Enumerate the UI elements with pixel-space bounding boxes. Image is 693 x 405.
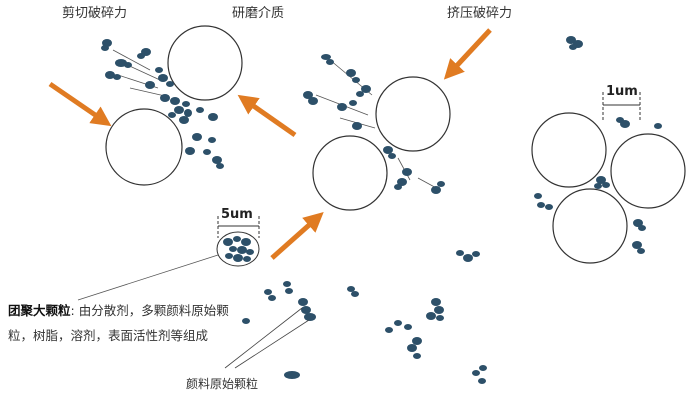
grinding-media-ball xyxy=(610,133,686,209)
grinding-media-ball xyxy=(375,76,451,152)
orange-force-arrow xyxy=(270,212,324,260)
agglomerate-note: 团聚大颗粒: 由分散剂，多颗颜料原始颗粒，树脂，溶剂，表面活性剂等组成 xyxy=(8,298,233,348)
orange-force-arrow xyxy=(48,81,112,127)
label-compression-force: 挤压破碎力 xyxy=(447,6,513,21)
particle-cluster xyxy=(534,36,662,254)
gap-group xyxy=(531,36,686,264)
compression-group xyxy=(270,28,492,260)
primary-particle-pointers xyxy=(224,307,310,369)
label-cutting-force: 剪切破碎力 xyxy=(62,6,128,21)
grinding-media-ball xyxy=(167,25,243,101)
label-grinding-medium: 研磨介质 xyxy=(232,6,285,21)
grinding-media-ball xyxy=(531,112,607,188)
particle-cluster xyxy=(101,39,224,169)
note-title: 团聚大颗粒 xyxy=(8,303,71,318)
grinding-media-ball xyxy=(105,108,183,186)
agglomerate xyxy=(77,216,260,301)
scale-bar-1um xyxy=(602,92,641,122)
label-primary-particles: 颜料原始颗粒 xyxy=(186,377,259,391)
label-scale-5um: 5um xyxy=(221,207,253,222)
note-body: : 由分散剂，多颗颜料原始颗粒，树脂，溶剂，表面活性剂等组成 xyxy=(8,303,229,343)
grinding-media-ball xyxy=(312,135,388,211)
scattered-particles xyxy=(242,250,487,384)
agglomerate-pointer xyxy=(77,254,219,301)
orange-force-arrow xyxy=(237,94,297,138)
orange-force-arrow xyxy=(443,28,492,80)
particle-cluster xyxy=(303,54,445,194)
scale-bar-5um xyxy=(217,216,260,238)
grinding-media-ball xyxy=(552,188,628,264)
shear-group xyxy=(48,25,297,186)
label-scale-1um: 1um xyxy=(606,84,638,99)
